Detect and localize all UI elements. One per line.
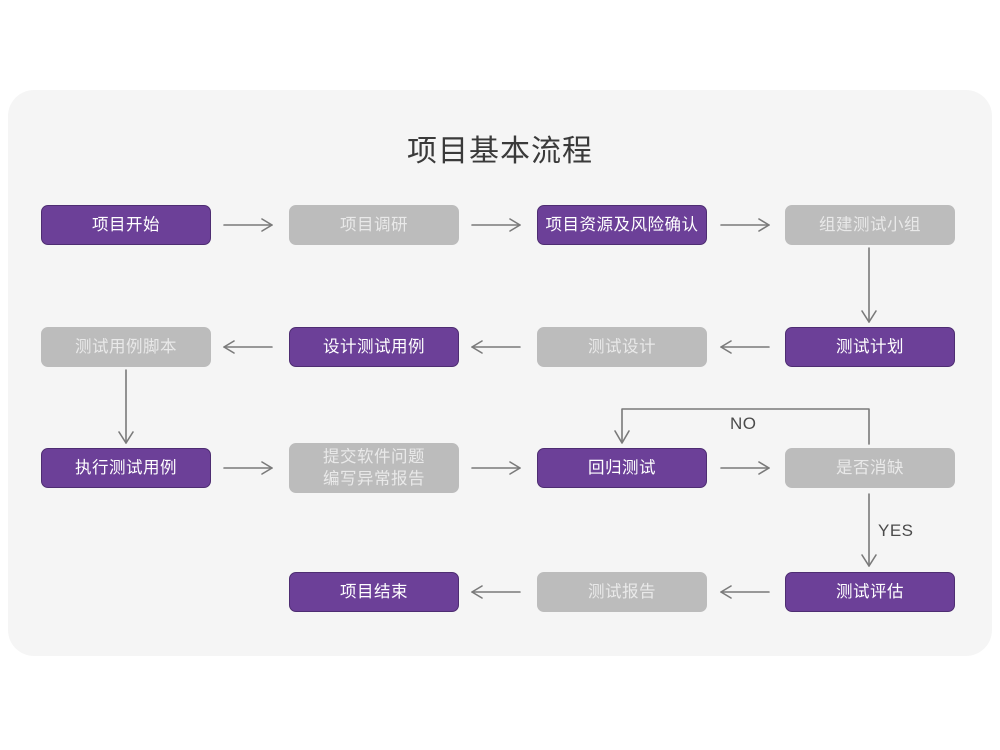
node-execute-test-case[interactable]: 执行测试用例 (41, 448, 211, 488)
node-project-research[interactable]: 项目调研 (289, 205, 459, 245)
page-title: 项目基本流程 (407, 135, 593, 168)
node-submit-issue-report[interactable]: 提交软件问题 编写异常报告 (289, 443, 459, 493)
edge-label-no: NO (730, 414, 757, 433)
node-test-plan[interactable]: 测试计划 (785, 327, 955, 367)
node-test-report[interactable]: 测试报告 (537, 572, 707, 612)
node-build-test-team[interactable]: 组建测试小组 (785, 205, 955, 245)
node-design-test-case[interactable]: 设计测试用例 (289, 327, 459, 367)
node-regression-test[interactable]: 回归测试 (537, 448, 707, 488)
node-resource-risk-confirm[interactable]: 项目资源及风险确认 (537, 205, 707, 245)
node-project-end[interactable]: 项目结束 (289, 572, 459, 612)
node-defect-resolved[interactable]: 是否消缺 (785, 448, 955, 488)
node-test-evaluation[interactable]: 测试评估 (785, 572, 955, 612)
edge-label-yes: YES (878, 521, 914, 540)
node-project-start[interactable]: 项目开始 (41, 205, 211, 245)
node-test-design[interactable]: 测试设计 (537, 327, 707, 367)
diagram-card (8, 90, 992, 656)
node-test-case-script[interactable]: 测试用例脚本 (41, 327, 211, 367)
